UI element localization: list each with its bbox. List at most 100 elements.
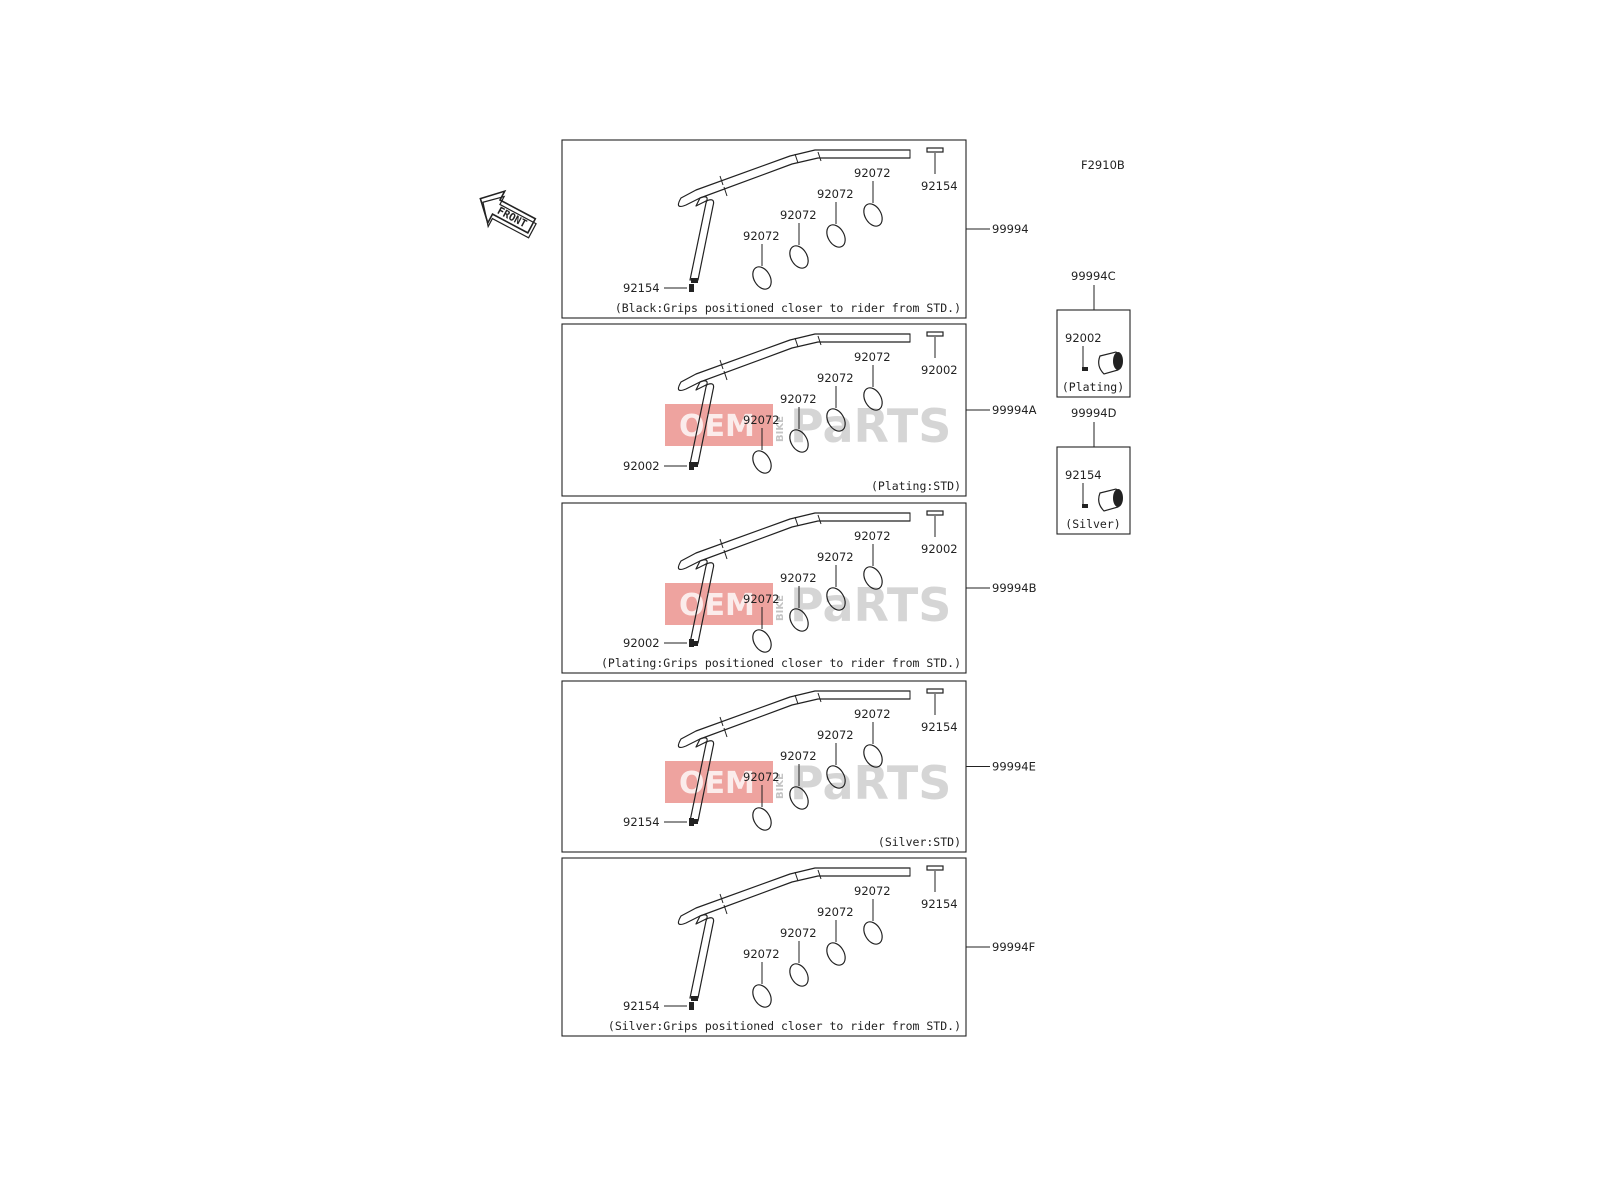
- watermark-word: PaRTS: [790, 399, 951, 453]
- handlebar-inner-edge: [695, 875, 911, 999]
- part-number-clamp-ring: 92072: [817, 728, 854, 742]
- kit-frame: [1056, 446, 1131, 535]
- kit-frame: [1056, 309, 1131, 398]
- watermark-brand: OEM: [679, 588, 755, 623]
- panel-99994f: 92154921549207292072920729207299994F(Sil…: [561, 857, 1035, 1037]
- handlebar-end-plug: [691, 278, 698, 283]
- handlebar-end-plug: [691, 819, 698, 824]
- handlebar-drawing: [677, 512, 911, 646]
- handlebar-marking: [723, 549, 728, 560]
- clamp-ring-icon: [789, 608, 809, 632]
- clamp-ring-icon: [826, 224, 846, 248]
- kit-part-number: 92154: [1065, 468, 1102, 482]
- clamp-ring-icon: [752, 984, 772, 1008]
- panel-caption: (Plating:Grips positioned closer to ride…: [601, 656, 961, 670]
- end-bolt-icon: [926, 331, 944, 337]
- part-number-clamp-ring: 92072: [817, 550, 854, 564]
- panel-caption: (Silver:Grips positioned closer to rider…: [608, 1019, 961, 1033]
- part-number-clamp-ring: 92072: [817, 371, 854, 385]
- end-bolt-icon: [926, 688, 944, 694]
- handlebar-marking: [817, 514, 822, 525]
- panel-caption: (Black:Grips positioned closer to rider …: [615, 301, 961, 315]
- part-number-end-left: 92154: [623, 999, 660, 1013]
- part-number-clamp-ring: 92072: [780, 926, 817, 940]
- end-bolt-icon: [926, 510, 944, 516]
- handlebar-drawing: [677, 867, 911, 1001]
- kit-caption: (Plating): [1062, 380, 1124, 394]
- part-number-clamp-ring: 92072: [743, 413, 780, 427]
- watermark-sub: BIKE: [775, 773, 786, 799]
- part-number-clamp-ring: 92072: [817, 187, 854, 201]
- front-direction-arrow: FRONT: [479, 189, 537, 239]
- end-bolt-icon: [689, 462, 694, 470]
- handlebar-marking: [719, 893, 724, 904]
- assembly-number: 99994F: [992, 940, 1035, 954]
- assembly-number: 99994B: [992, 581, 1037, 595]
- part-number-clamp-ring: 92072: [854, 166, 891, 180]
- end-bolt-icon: [926, 865, 944, 871]
- clamp-ring-icon: [752, 266, 772, 290]
- clamp-ring-icon: [826, 408, 846, 432]
- handlebar-marking: [817, 151, 822, 162]
- part-number-end-right: 92002: [921, 363, 958, 377]
- handlebar-marking: [723, 370, 728, 381]
- clamp-ring-icon: [752, 629, 772, 653]
- panel-caption: (Plating:STD): [871, 479, 961, 493]
- part-number-end-right: 92154: [921, 720, 958, 734]
- handlebar-outer-edge: [677, 867, 911, 999]
- clamp-ring-icon: [863, 921, 883, 945]
- part-number-end-left: 92154: [623, 815, 660, 829]
- assembly-number: 99994A: [992, 403, 1037, 417]
- handlebar-marking: [817, 335, 822, 346]
- clamp-ring-icon: [826, 942, 846, 966]
- part-number-clamp-ring: 92072: [743, 592, 780, 606]
- handlebar-outer-edge: [677, 149, 911, 281]
- part-number-clamp-ring: 92072: [743, 947, 780, 961]
- handlebar-inner-edge: [695, 157, 911, 281]
- part-number-end-right: 92002: [921, 542, 958, 556]
- handlebar-marking: [719, 538, 724, 549]
- part-number-end-right: 92154: [921, 897, 958, 911]
- part-number-clamp-ring: 92072: [854, 707, 891, 721]
- handlebar-inner-edge: [695, 341, 911, 465]
- clamp-ring-icon: [863, 387, 883, 411]
- clamp-ring-icon: [826, 765, 846, 789]
- bar-end-weight-face: [1113, 489, 1123, 507]
- handlebar-end-plug: [691, 462, 698, 467]
- watermark-block: [665, 761, 773, 803]
- part-number-end-left: 92002: [623, 636, 660, 650]
- part-number-end-left: 92002: [623, 459, 660, 473]
- part-number-clamp-ring: 92072: [780, 749, 817, 763]
- handlebar-outer-edge: [677, 333, 911, 465]
- part-number-clamp-ring: 92072: [743, 770, 780, 784]
- handlebar-marking: [817, 692, 822, 703]
- part-number-clamp-ring: 92072: [817, 905, 854, 919]
- bar-end-weight-face: [1113, 352, 1123, 370]
- clamp-ring-icon: [863, 203, 883, 227]
- handlebar-marking: [794, 337, 799, 348]
- kit-caption: (Silver): [1065, 517, 1120, 531]
- handlebar-drawing: [677, 149, 911, 283]
- watermark-block: [665, 404, 773, 446]
- watermark-word: PaRTS: [790, 578, 951, 632]
- clamp-ring-icon: [789, 245, 809, 269]
- handlebar-marking: [817, 869, 822, 880]
- clamp-ring-icon: [789, 963, 809, 987]
- part-number-clamp-ring: 92072: [854, 884, 891, 898]
- end-bolt-icon: [689, 639, 694, 647]
- handlebar-drawing: [677, 333, 911, 467]
- end-bolt-icon: [689, 818, 694, 826]
- clamp-ring-icon: [789, 786, 809, 810]
- clamp-ring-icon: [752, 450, 772, 474]
- handlebar-marking: [723, 186, 728, 197]
- clamp-ring-icon: [863, 566, 883, 590]
- kit-assembly-number: 99994C: [1071, 269, 1116, 283]
- handlebar-end-plug: [691, 996, 698, 1001]
- part-number-end-right: 92154: [921, 179, 958, 193]
- handlebar-marking: [723, 727, 728, 738]
- clamp-ring-icon: [789, 429, 809, 453]
- handlebar-drawing: [677, 690, 911, 824]
